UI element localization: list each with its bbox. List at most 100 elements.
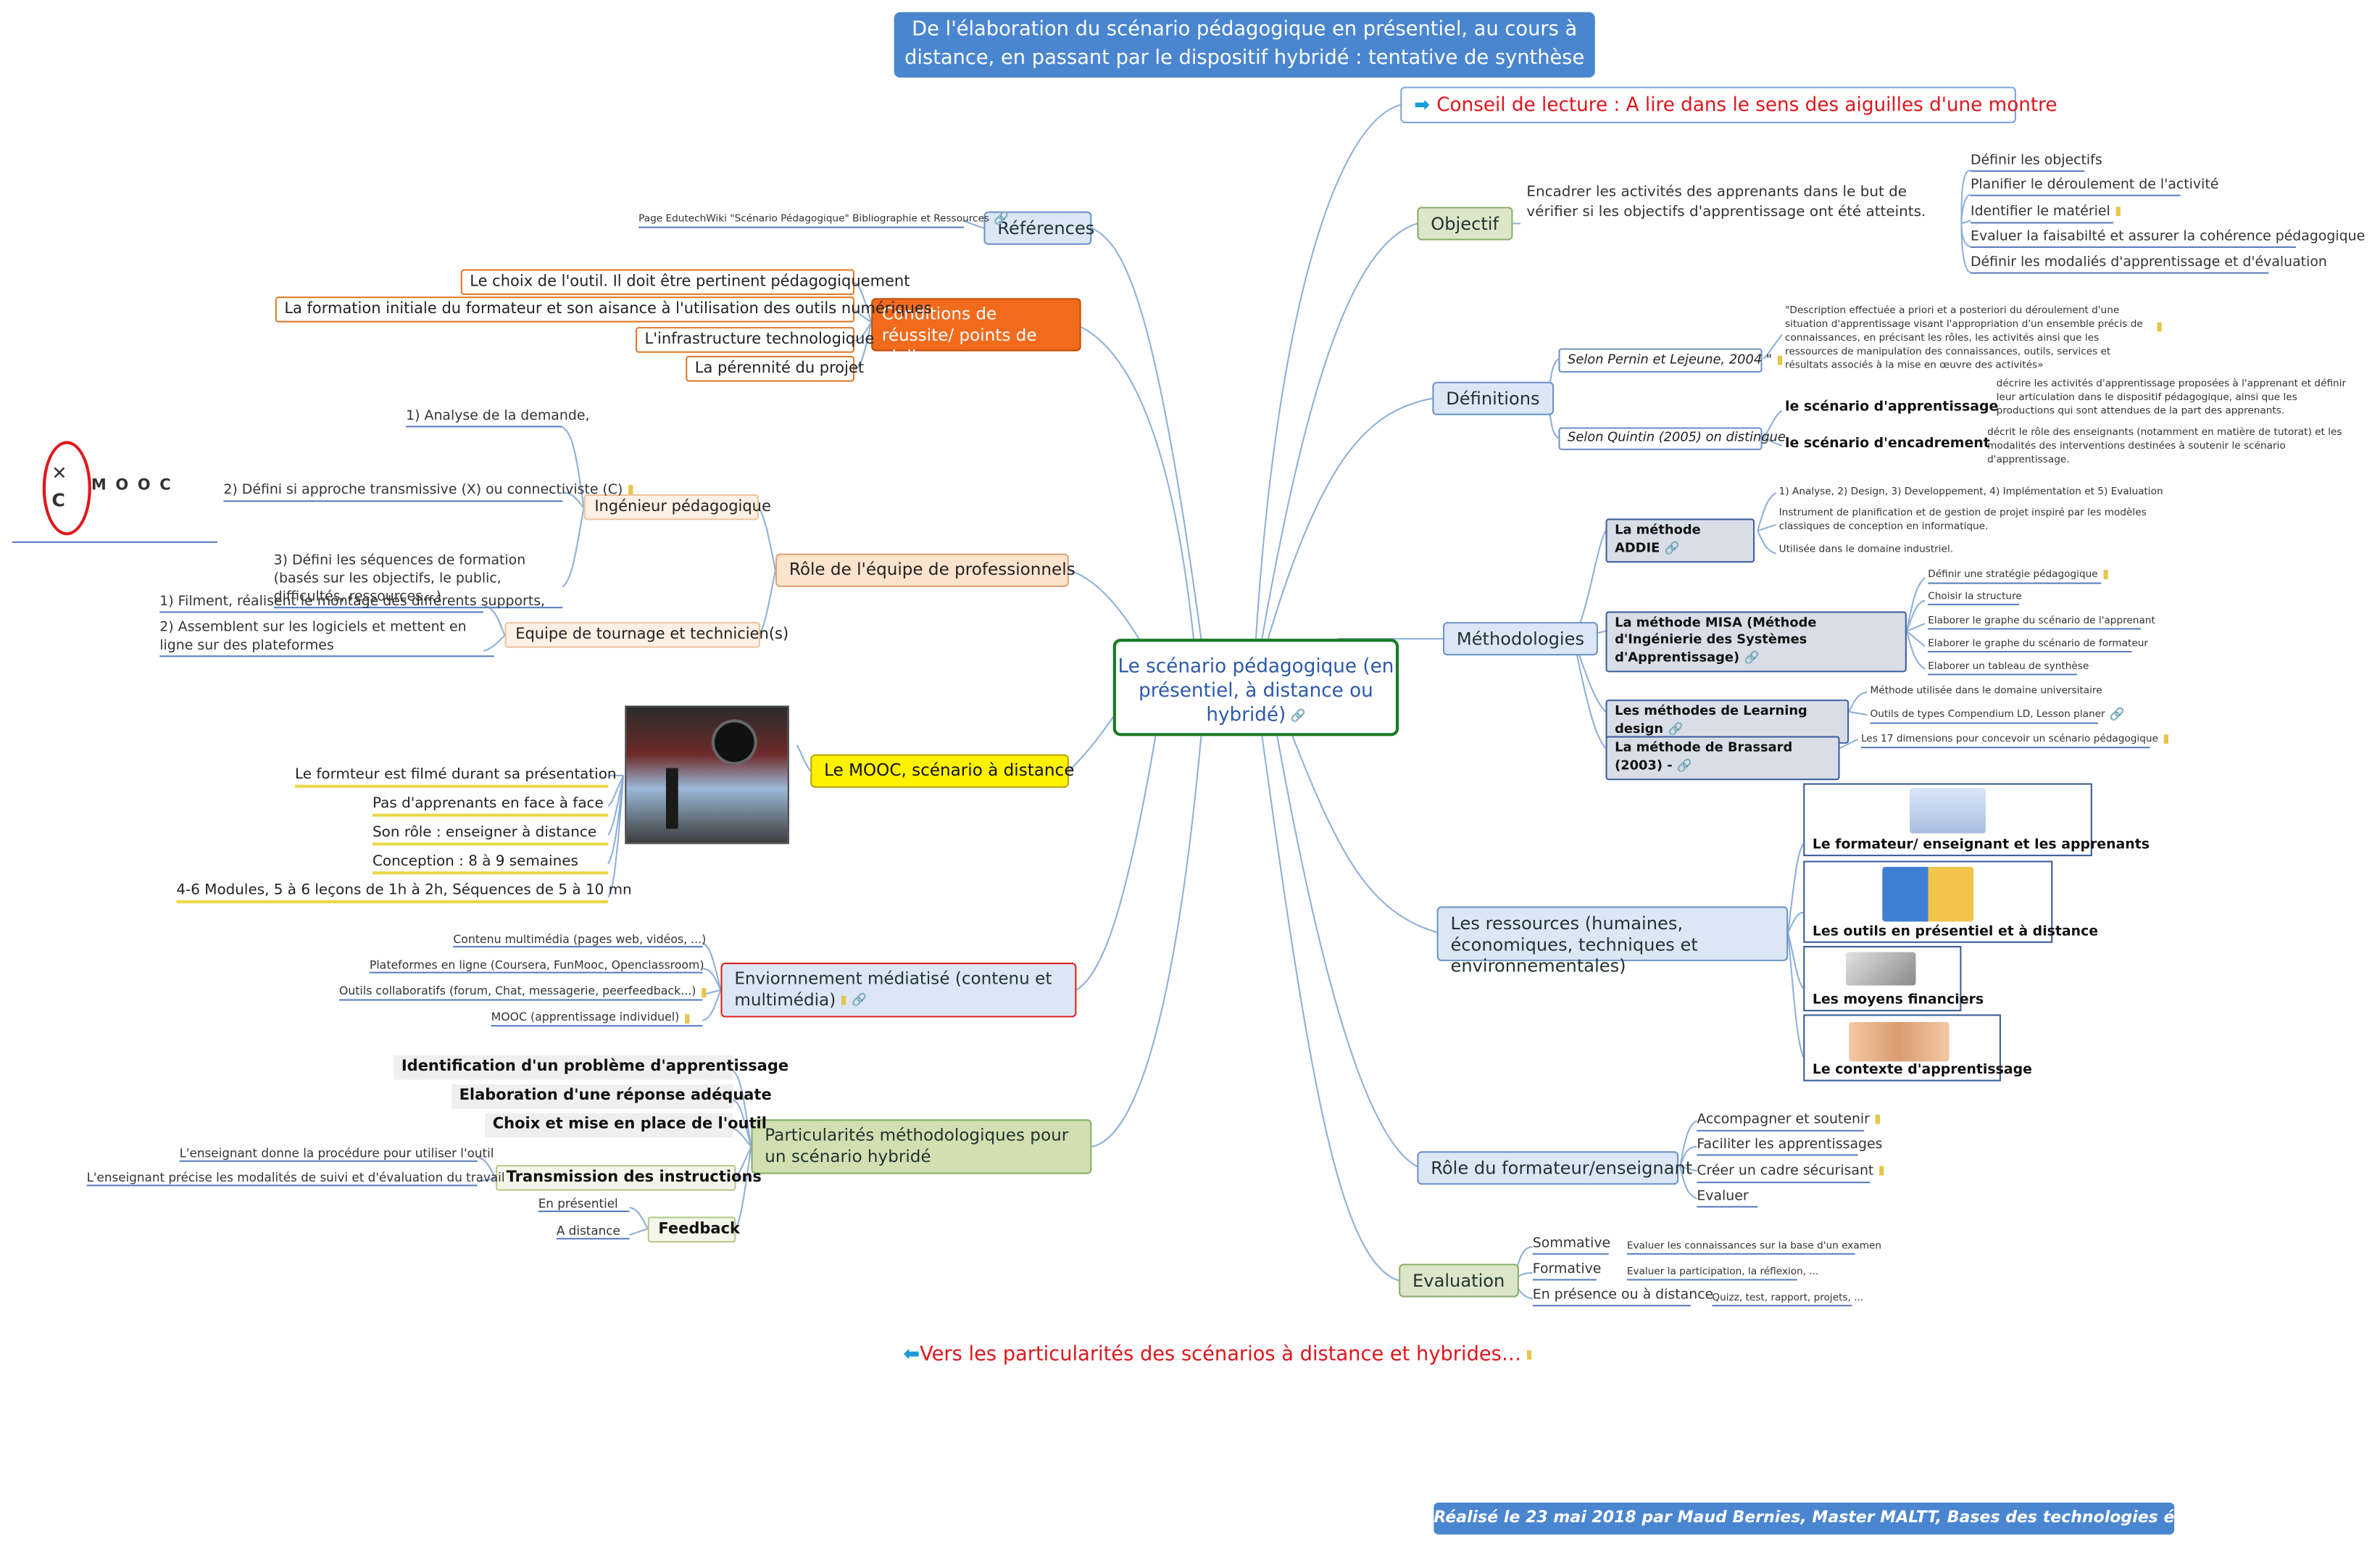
objectif-item-4[interactable]: Evaluer la faisabilté et assurer la cohé… xyxy=(1971,228,2365,248)
role-item-1-text: Accompagner et soutenir xyxy=(1697,1112,1870,1128)
role-ingenieur[interactable]: Ingénieur pédagogique xyxy=(583,494,771,520)
env-item-2[interactable]: Plateformes en ligne (Coursera, FunMooc,… xyxy=(369,958,704,974)
link-icon[interactable]: 🔗 xyxy=(1676,758,1692,773)
link-icon[interactable]: 🔗 xyxy=(1668,722,1684,736)
addie-item-2: Instrument de planification et de gestio… xyxy=(1778,506,2147,533)
topic-evaluation[interactable]: Evaluation xyxy=(1399,1263,1519,1298)
hybride-item-1[interactable]: Identification d'un problème d'apprentis… xyxy=(394,1055,789,1080)
mooc-letter-m: M xyxy=(91,477,116,494)
misa-item-1-text: Définir une stratégie pédagogique xyxy=(1928,568,2098,581)
note-icon: ▮ xyxy=(1878,1163,1885,1177)
eq-item-1[interactable]: 1) Filment, réalisent le montage des dif… xyxy=(159,593,545,613)
def-scen-enc[interactable]: le scénario d'encadrement xyxy=(1785,436,1990,452)
note-icon: ▮ xyxy=(2155,319,2163,333)
link-icon[interactable]: 🔗 xyxy=(1744,650,1760,665)
references-item[interactable]: Page EdutechWiki "Scénario Pédagogique" … xyxy=(638,212,1009,228)
note-icon: ▮ xyxy=(2102,567,2110,581)
misa-item-4[interactable]: Elaborer le graphe du scénario de format… xyxy=(1928,637,2148,653)
role-item-3[interactable]: Créer un cadre sécurisant▮ xyxy=(1697,1162,1885,1183)
objectif-item-5[interactable]: Définir les modaliés d'apprentissage et … xyxy=(1971,254,2327,274)
topic-ressources[interactable]: Les ressources (humaines, économiques, t… xyxy=(1436,906,1789,976)
misa-item-5[interactable]: Elaborer un tableau de synthèse xyxy=(1928,660,2089,676)
condition-item-2[interactable]: La formation initiale du formateur et so… xyxy=(275,296,932,323)
role-equipe-tournage[interactable]: Equipe de tournage et technicien(s) xyxy=(504,622,789,648)
mooc-item-1[interactable]: Le formteur est filmé durant sa présenta… xyxy=(295,765,617,788)
objectif-item-3[interactable]: Identifier le matériel ▮ xyxy=(1971,202,2121,223)
misa-item-3[interactable]: Elaborer le graphe du scénario de l'appr… xyxy=(1928,615,2155,630)
trans-item-2[interactable]: L'enseignant précise les modalités de su… xyxy=(86,1171,505,1187)
mooc-item-2[interactable]: Pas d'apprenants en face à face xyxy=(373,794,609,817)
ing-item-3[interactable]: 3) Défini les séquences de formation (ba… xyxy=(273,552,563,609)
hybride-transmission[interactable]: Transmission des instructions xyxy=(495,1165,762,1191)
mooc-letters: MOOC xyxy=(91,478,180,494)
link-icon[interactable]: 🔗 xyxy=(852,992,867,1007)
link-icon[interactable]: 🔗 xyxy=(1290,707,1306,722)
env-item-3[interactable]: Outils collaboratifs (forum, Chat, messa… xyxy=(338,984,707,1000)
next-link[interactable]: ⬅Vers les particularités des scénarios à… xyxy=(903,1341,1533,1369)
objectif-item-3-text: Identifier le matériel xyxy=(1971,204,2110,220)
note-icon: ▮ xyxy=(683,1010,691,1025)
eval-type-2[interactable]: Formative xyxy=(1532,1261,1601,1281)
mooc-item-3[interactable]: Son rôle : enseigner à distance xyxy=(373,823,609,846)
hybride-feedback[interactable]: Feedback xyxy=(647,1216,740,1243)
trans-item-1[interactable]: L'enseignant donne la procédure pour uti… xyxy=(179,1147,494,1162)
eval-type-3[interactable]: En présence ou à distance xyxy=(1532,1287,1713,1307)
condition-item-4[interactable]: La pérennité du projet xyxy=(686,355,864,382)
objectif-item-1[interactable]: Définir les objectifs xyxy=(1971,152,2102,173)
misa-item-2[interactable]: Choisir la structure xyxy=(1928,590,2022,606)
link-icon[interactable]: 🔗 xyxy=(994,211,1010,225)
env-item-1[interactable]: Contenu multimédia (pages web, vidéos, .… xyxy=(453,932,706,948)
fb-item-1[interactable]: En présentiel xyxy=(538,1197,630,1213)
def-pernin[interactable]: Selon Pernin et Lejeune, 2004 "▮ xyxy=(1558,348,1784,373)
eq-item-2[interactable]: 2) Assemblent sur les logiciels et mette… xyxy=(159,619,494,657)
eval-desc-2[interactable]: Evaluer la participation, la réflexion, … xyxy=(1626,1266,1818,1281)
condition-item-3[interactable]: L'infrastructure technologique xyxy=(635,327,874,353)
mooc-item-4[interactable]: Conception : 8 à 9 semaines xyxy=(373,852,609,875)
topic-objectif[interactable]: Objectif xyxy=(1417,207,1513,241)
reading-advice[interactable]: ➡ Conseil de lecture : A lire dans le se… xyxy=(1400,86,2057,123)
brassard-item-text: Les 17 dimensions pour concevoir un scén… xyxy=(1860,732,2158,744)
ld-item-2[interactable]: Outils de types Compendium LD, Lesson pl… xyxy=(1870,707,2125,723)
role-item-4[interactable]: Evaluer xyxy=(1697,1188,1758,1208)
role-item-1[interactable]: Accompagner et soutenir▮ xyxy=(1697,1111,1881,1131)
topic-references[interactable]: Références xyxy=(983,211,1094,245)
hybride-item-3[interactable]: Choix et mise en place de l'outil xyxy=(485,1113,767,1138)
ing-item-1[interactable]: 1) Analyse de la demande, xyxy=(406,407,589,428)
def-pernin-quote: "Description effectuée a priori et a pos… xyxy=(1785,304,2143,371)
eval-type-1[interactable]: Sommative xyxy=(1532,1235,1610,1255)
objectif-item-2[interactable]: Planifier le déroulement de l'activité xyxy=(1971,176,2218,196)
def-quintin[interactable]: Selon Quintin (2005) on distingue xyxy=(1558,427,1786,451)
ing-item-2[interactable]: 2) Défini si approche transmissive (X) o… xyxy=(223,481,634,502)
condition-item-1[interactable]: Le choix de l'outil. Il doit être pertin… xyxy=(460,269,910,296)
env-item-4[interactable]: MOOC (apprentissage individuel)▮ xyxy=(491,1010,703,1026)
def-scen-app[interactable]: le scénario d'apprentissage xyxy=(1785,399,1999,415)
topic-role-formateur[interactable]: Rôle du formateur/enseignant xyxy=(1417,1151,1692,1185)
eval-desc-3[interactable]: Quizz, test, rapport, projets, ... xyxy=(1712,1291,1863,1307)
method-brassard[interactable]: La méthode de Brassard (2003) -🔗 xyxy=(1605,736,1840,781)
hybride-item-2[interactable]: Elaboration d'une réponse adéquate xyxy=(452,1084,772,1109)
mooc-item-5[interactable]: 4-6 Modules, 5 à 6 leçons de 1h à 2h, Sé… xyxy=(176,881,632,904)
note-icon: ▮ xyxy=(2115,204,2122,218)
eval-desc-1[interactable]: Evaluer les connaissances sur la base d'… xyxy=(1626,1240,1881,1255)
central-topic[interactable]: Le scénario pédagogique (en présentiel, … xyxy=(1112,639,1399,736)
brassard-item[interactable]: Les 17 dimensions pour concevoir un scén… xyxy=(1860,731,2169,748)
method-addie[interactable]: La méthode ADDIE🔗 xyxy=(1605,518,1755,563)
method-brassard-text: La méthode de Brassard (2003) - xyxy=(1615,740,1793,774)
method-addie-text: La méthode ADDIE xyxy=(1615,523,1701,557)
red-circle xyxy=(42,441,91,536)
topic-environnement[interactable]: Enviornnement médiatisé (contenu et mult… xyxy=(720,963,1077,1018)
topic-role-equipe[interactable]: Rôle de l'équipe de professionnels xyxy=(775,553,1075,587)
topic-conditions[interactable]: Conditions de réussite/ points de vigila… xyxy=(871,298,1081,367)
topic-methodologies[interactable]: Méthodologies xyxy=(1443,622,1598,656)
advice-text: Conseil de lecture : A lire dans le sens… xyxy=(1436,92,2057,116)
link-icon[interactable]: 🔗 xyxy=(1664,541,1680,555)
method-misa[interactable]: La méthode MISA (Méthode d'Ingénierie de… xyxy=(1605,611,1907,673)
topic-hybride[interactable]: Particularités méthodologiques pour un s… xyxy=(751,1119,1092,1174)
topic-mooc[interactable]: Le MOOC, scénario à distance xyxy=(810,754,1074,788)
fb-item-2[interactable]: A distance xyxy=(556,1224,630,1240)
misa-item-1[interactable]: Définir une stratégie pédagogique ▮ xyxy=(1928,568,2109,584)
link-icon[interactable]: 🔗 xyxy=(2109,707,2125,721)
topic-definitions[interactable]: Définitions xyxy=(1432,381,1554,415)
role-item-2[interactable]: Faciliter les apprentissages xyxy=(1697,1136,1882,1156)
